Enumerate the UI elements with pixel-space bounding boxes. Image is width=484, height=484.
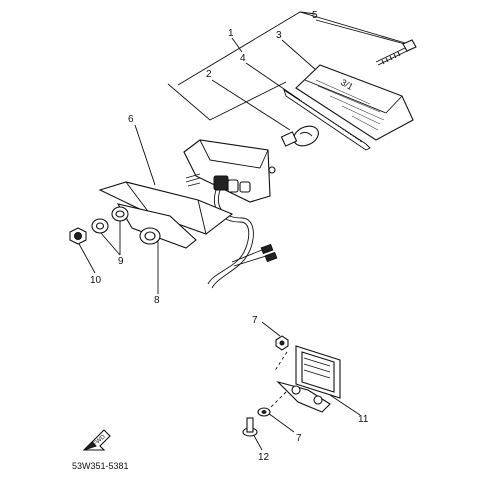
license-light-part-11 [276,345,341,413]
wiring-harness [207,189,278,289]
gasket-part-4 [283,88,371,151]
leader-lines [77,11,413,451]
damper-part-8 [111,203,197,249]
bolt-part-12 [242,417,258,437]
callout-8: 8 [154,295,160,306]
nut-part-10 [69,227,87,245]
tail-light-housing-part-1 [183,139,276,203]
drawing-code: 53W351-5381 [72,461,129,471]
callout-12: 12 [258,452,270,463]
callout-11: 11 [358,414,369,425]
callout-4: 4 [240,53,246,64]
callout-10: 10 [90,275,102,286]
tail-lens-part-3: 3/1 [295,64,414,141]
callout-5: 5 [312,10,318,21]
callout-6: 6 [128,114,134,125]
collar-part-9 [91,218,109,234]
washer-part-7-lower [257,407,271,417]
screw-part-5 [375,39,417,66]
callout-7-lower: 7 [296,433,302,444]
callout-numbers: 1 2 3 4 5 6 7 7 8 9 10 11 12 [90,10,369,463]
bulb-part-2 [280,125,319,147]
callout-7-upper: 7 [252,315,258,326]
bracket-part-6 [98,181,234,235]
forward-arrow-icon: FWD [82,429,111,451]
callout-9: 9 [118,256,124,267]
nut-part-7-upper [275,335,289,351]
callout-3: 3 [276,30,282,41]
callout-1: 1 [228,28,234,39]
callout-2: 2 [206,69,212,80]
